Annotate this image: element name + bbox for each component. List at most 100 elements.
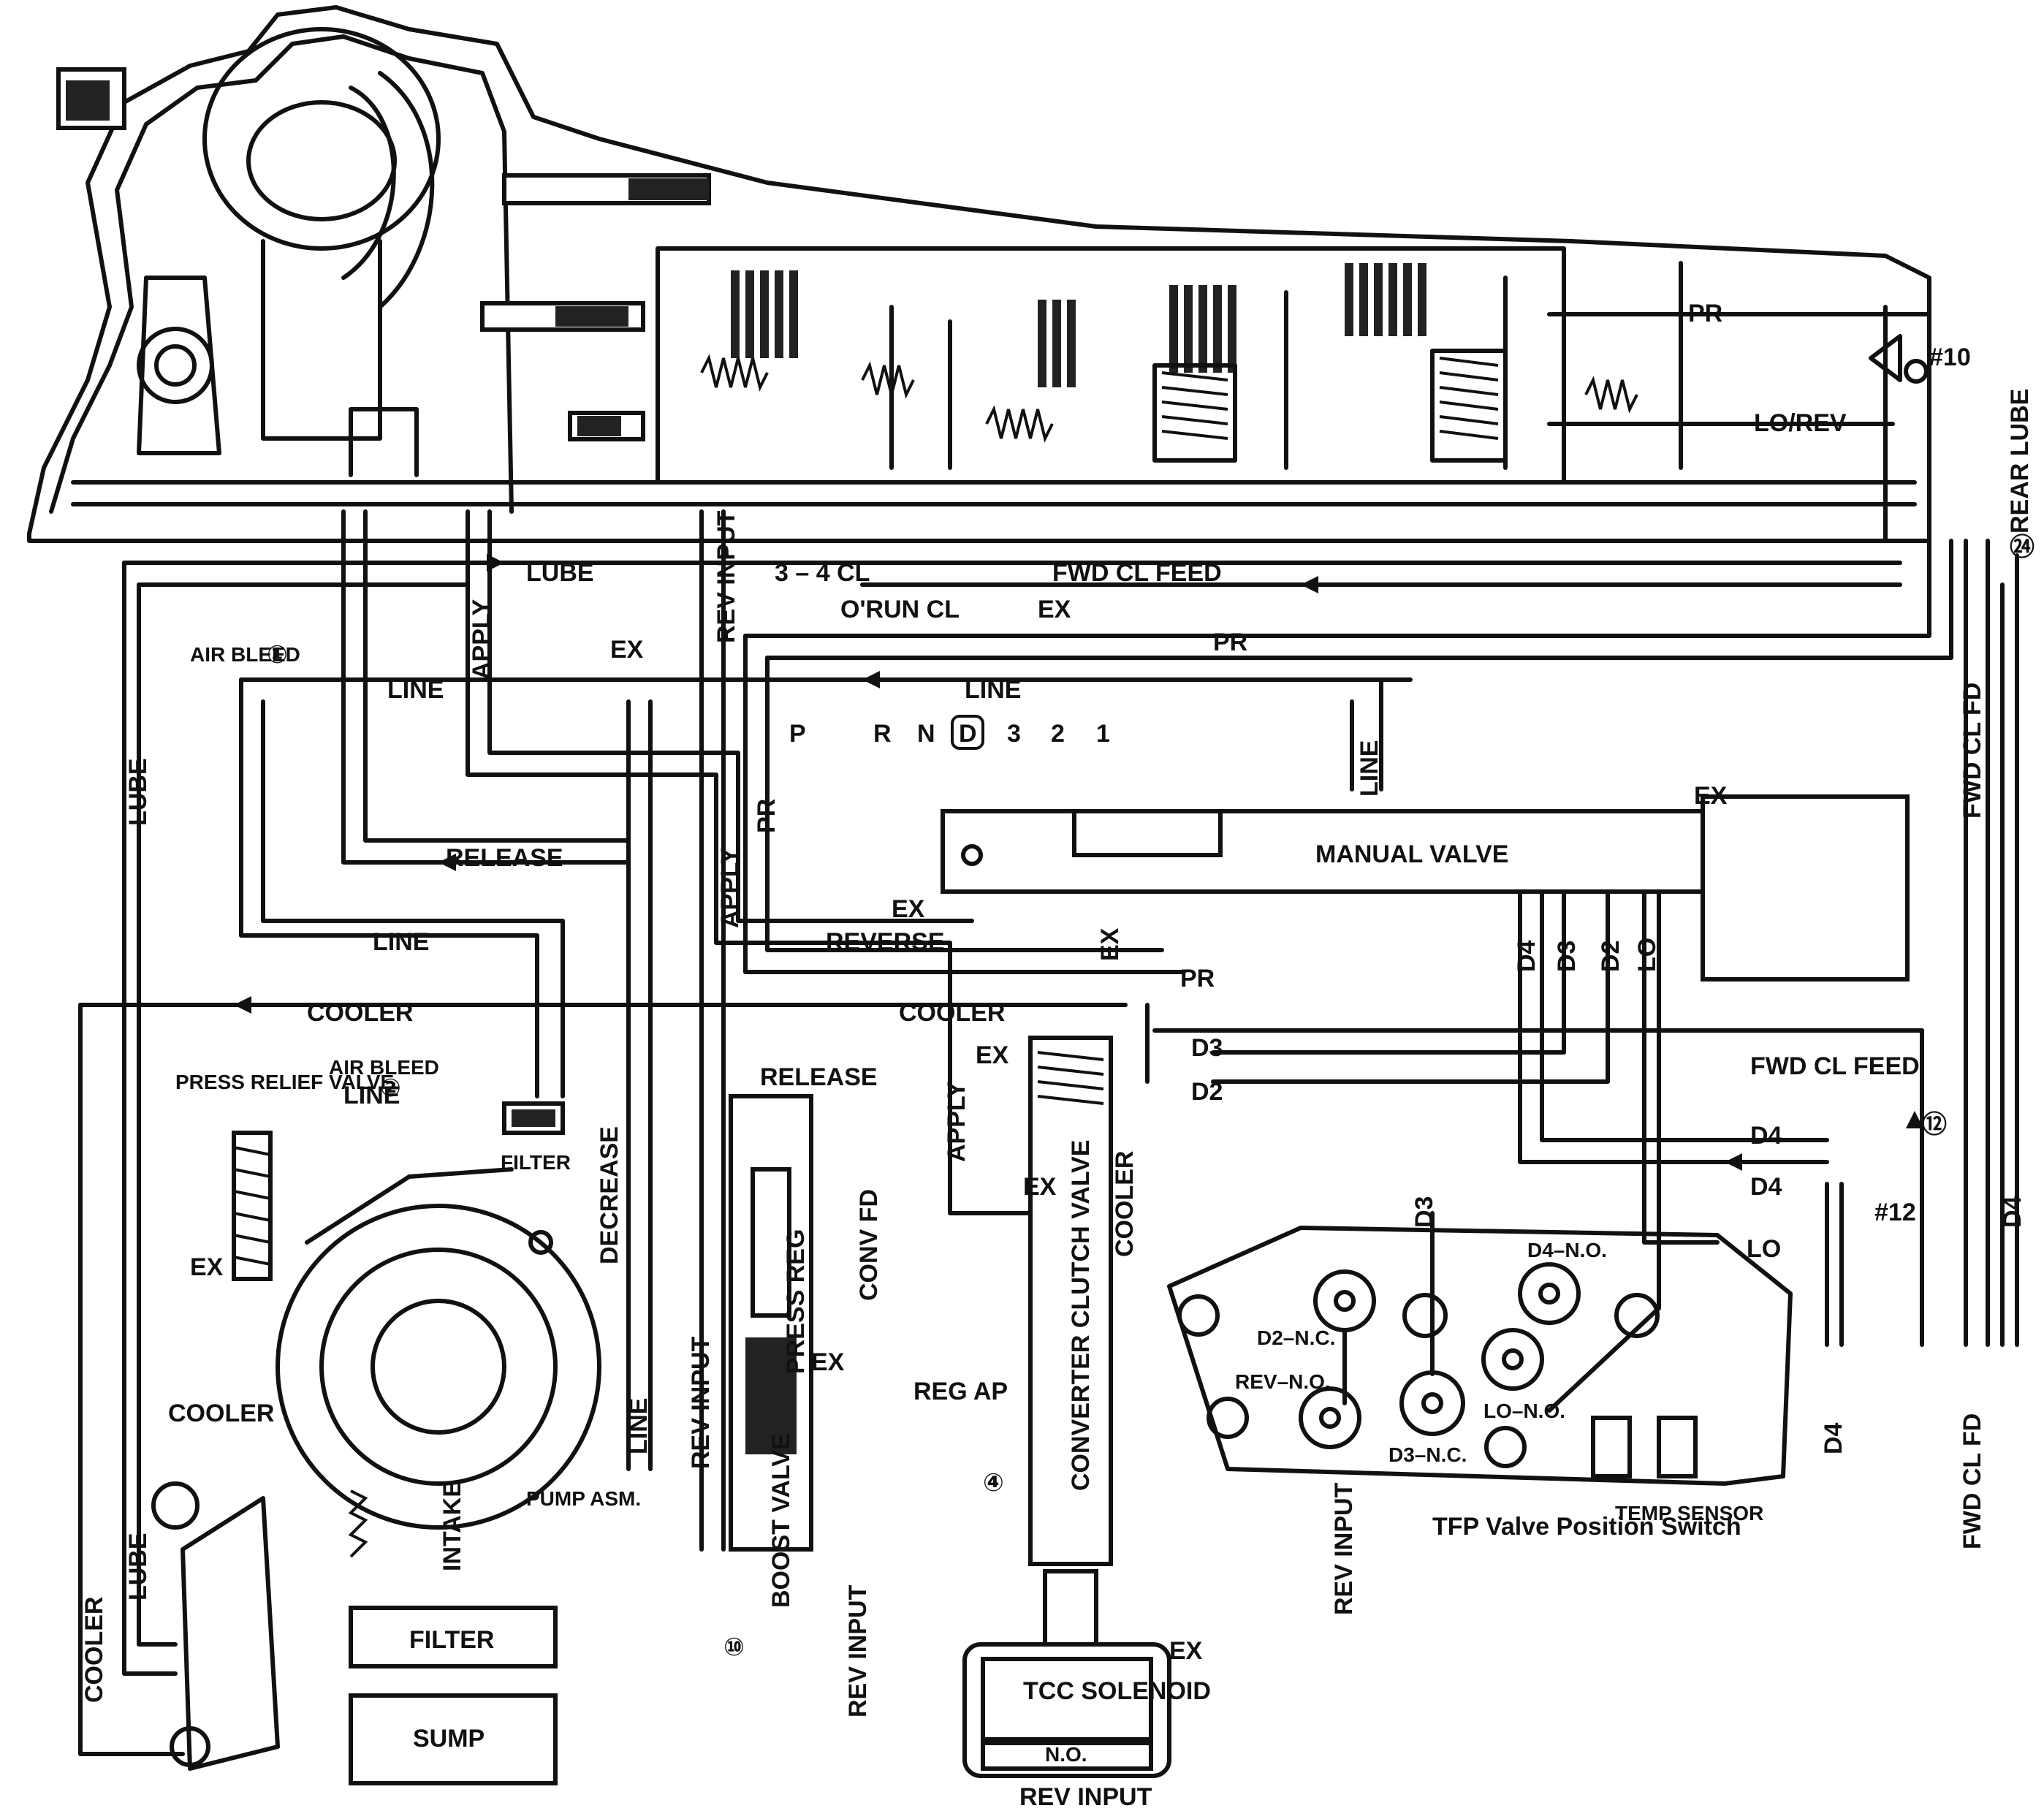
label-tcc-solenoid: TCC SOLENOID — [1023, 1677, 1211, 1705]
label-reverse: REVERSE — [826, 928, 945, 956]
vlabel-apply-2: APPLY — [716, 847, 744, 928]
vertical-labels: LUBE LUBE COOLER APPLY APPLY APPLY REV I… — [80, 389, 2034, 1717]
label-n10: #10 — [1929, 343, 1971, 371]
label-cooler-2: COOLER — [899, 999, 1005, 1027]
selector-indicator: P R N D 3 2 1 — [789, 715, 1110, 750]
vlabel-d3: D3 — [1553, 941, 1581, 972]
label-n12: #12 — [1874, 1199, 1916, 1226]
vlabel-line: LINE — [1356, 740, 1383, 797]
label-filter-inline: FILTER — [501, 1151, 571, 1174]
vlabel-intake: INTAKE — [438, 1481, 466, 1571]
label-lo-rev: LO/REV — [1754, 409, 1847, 437]
checkball-10: ⑩ — [723, 1633, 745, 1661]
vlabel-d3-plate: D3 — [1410, 1196, 1438, 1228]
selector-p: P — [789, 720, 806, 748]
label-tcc-no: N.O. — [1045, 1743, 1087, 1766]
label-temp-sensor: TEMP SENSOR — [1615, 1502, 1763, 1525]
checkball-12: ⑫ — [1922, 1111, 1947, 1139]
vlabel-cooler-right: COOLER — [1111, 1151, 1139, 1257]
label-ex-rev: EX — [892, 895, 925, 923]
vlabel-apply-1: APPLY — [468, 599, 495, 680]
vlabel-boost-valve: BOOST VALVE — [767, 1433, 795, 1608]
label-lube-top: LUBE — [526, 559, 594, 587]
label-pr-top: PR — [1213, 629, 1247, 656]
checkball-2: ② — [380, 1074, 401, 1102]
label-press-relief: PRESS RELIEF VALVE — [175, 1071, 394, 1093]
label-ex-ccv-2: EX — [1023, 1173, 1057, 1201]
vlabel-cooler-left: COOLER — [80, 1597, 108, 1703]
vlabel-rear-lube: REAR LUBE — [2006, 389, 2034, 534]
press-reg-valve — [729, 1094, 813, 1552]
cooler-unit — [151, 1481, 280, 1771]
label-ex-relief: EX — [190, 1253, 224, 1281]
vlabel-rev-input-right: REV INPUT — [1330, 1482, 1358, 1615]
label-pump-asm: PUMP ASM. — [526, 1487, 641, 1510]
vlabel-conv-fd: CONV FD — [855, 1189, 883, 1301]
label-pr-right: PR — [1688, 300, 1722, 327]
label-line-1: LINE — [387, 676, 444, 704]
label-34-cl: 3 – 4 CL — [775, 559, 870, 587]
label-lo: LO — [1747, 1235, 1781, 1263]
vlabel-line-low: LINE — [625, 1398, 653, 1454]
checkball-4: ④ — [983, 1469, 1004, 1497]
vlabel-lube-2: LUBE — [124, 1533, 152, 1601]
vlabel-rev-input-mid: REV INPUT — [844, 1584, 872, 1717]
filter-sump — [349, 1606, 558, 1785]
label-manual-valve: MANUAL VALVE — [1315, 840, 1508, 868]
label-line-4: LINE — [343, 1082, 400, 1109]
selector-1: 1 — [1096, 720, 1110, 748]
vlabel-rev-input-top: REV INPUT — [713, 510, 740, 643]
checkball-24: ㉔ — [2010, 534, 2034, 561]
vlabel-lube-1: LUBE — [124, 758, 152, 826]
vlabel-decrease: DECREASE — [596, 1126, 623, 1264]
label-sump: SUMP — [413, 1725, 485, 1753]
selector-r: R — [873, 720, 892, 748]
label-ex-press: EX — [811, 1348, 845, 1376]
label-reg-ap: REG AP — [913, 1378, 1008, 1405]
label-d4-1: D4 — [1750, 1122, 1782, 1150]
label-ex-orun: EX — [1038, 596, 1071, 623]
vlabel-fwd-cl-fd-2: FWD CL FD — [1958, 1413, 1986, 1549]
label-fwd-cl-feed-mid: FWD CL FEED — [1750, 1052, 1920, 1080]
pump-assembly — [276, 1167, 601, 1558]
vlabel-fwd-cl-fd-1: FWD CL FD — [1958, 683, 1986, 819]
label-ex-manual: EX — [1694, 782, 1728, 810]
label-d3-nc: D3–N.C. — [1388, 1443, 1467, 1466]
filter-inline — [502, 1101, 565, 1135]
transmission-case — [27, 5, 1931, 543]
label-fwd-cl-feed-top: FWD CL FEED — [1052, 559, 1222, 587]
selector-2: 2 — [1051, 720, 1065, 748]
label-ex-tcc: EX — [1169, 1637, 1203, 1665]
vlabel-ccv: CONVERTER CLUTCH VALVE — [1067, 1140, 1095, 1491]
label-rev-no: REV–N.O. — [1235, 1370, 1331, 1393]
label-ex-left: EX — [610, 636, 644, 664]
label-lo-no: LO–N.O. — [1483, 1400, 1565, 1422]
vlabel-d4-low: D4 — [1820, 1422, 1847, 1454]
label-ex-ccv: EX — [976, 1041, 1009, 1069]
vlabel-d2: D2 — [1597, 941, 1625, 972]
label-orun-cl: O'RUN CL — [840, 596, 960, 623]
vlabel-pr: PR — [753, 799, 780, 833]
selector-3: 3 — [1007, 720, 1021, 748]
passages — [78, 509, 2019, 1756]
selector-n: N — [917, 720, 935, 748]
vlabel-rev-input-left: REV INPUT — [687, 1336, 715, 1469]
tfp-switch-plate — [1167, 1211, 1793, 1486]
label-d4-2: D4 — [1750, 1173, 1782, 1201]
label-d2-left: D2 — [1191, 1078, 1223, 1106]
label-line-3: LINE — [373, 928, 429, 956]
vlabel-ex-center: EX — [1096, 927, 1124, 961]
vlabel-press-reg: PRESS REG — [782, 1229, 810, 1374]
selector-d: D — [959, 720, 977, 748]
label-cooler-unit: COOLER — [168, 1400, 274, 1427]
label-d3-left: D3 — [1191, 1034, 1223, 1062]
label-release-1: RELEASE — [446, 844, 563, 872]
clutch-packs — [656, 246, 1566, 485]
vlabel-d4-right: D4 — [1999, 1196, 2026, 1228]
vlabel-apply-3: APPLY — [943, 1081, 970, 1162]
label-release-2: RELEASE — [760, 1063, 878, 1091]
label-pr-mid: PR — [1180, 965, 1215, 992]
label-tfp-switch: TFP Valve Position Switch — [1432, 1513, 1741, 1541]
